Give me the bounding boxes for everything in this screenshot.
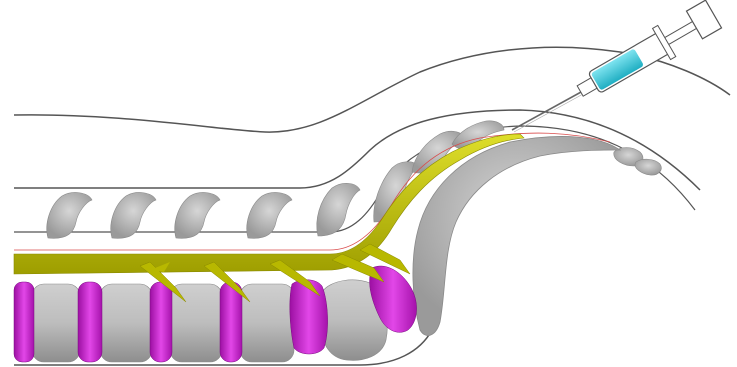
syringe-plunger-cap [686, 0, 721, 39]
vertebra-icon [317, 183, 360, 236]
vertebra-icon [100, 284, 152, 362]
needle [512, 86, 592, 130]
intervertebral-disc-icon [14, 282, 34, 362]
vertebra-icon [240, 284, 294, 362]
intervertebral-disc-icon [290, 280, 328, 354]
intervertebral-disc-icon [78, 282, 102, 362]
syringe-fluid [591, 48, 644, 90]
intervertebral-disc-icon [150, 282, 172, 362]
vertebra-icon [635, 159, 661, 175]
syringe-icon [512, 0, 723, 132]
vertebra-icon [32, 284, 80, 362]
intervertebral-disc-icon [220, 282, 242, 362]
